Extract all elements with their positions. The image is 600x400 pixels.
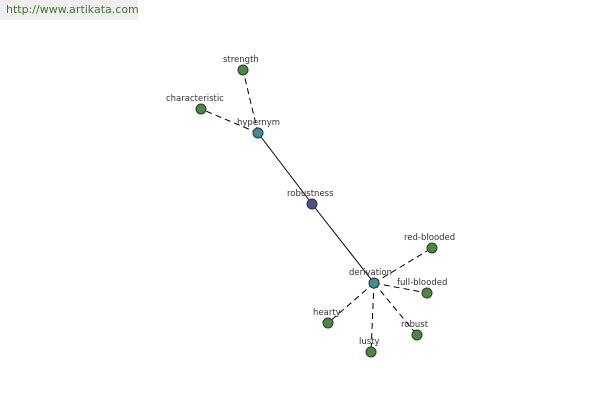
node-strength[interactable] xyxy=(237,64,249,76)
node-lusty[interactable] xyxy=(365,346,377,358)
edge-robustness-derivation xyxy=(311,203,375,284)
labels-layer: robustness hypernym derivation strength char… xyxy=(166,55,455,347)
edge-robustness-hypernym xyxy=(257,132,313,205)
node-label-lusty[interactable]: lusty xyxy=(359,337,380,347)
node-label-full-blooded[interactable]: full-blooded xyxy=(397,278,447,288)
node-label-characteristic[interactable]: characteristic xyxy=(166,94,224,104)
edge-derivation-full-blooded xyxy=(373,282,428,294)
node-label-strength[interactable]: strength xyxy=(223,55,259,65)
node-label-robust[interactable]: robust xyxy=(401,320,429,330)
node-label-robustness[interactable]: robustness xyxy=(287,189,334,199)
node-red-blooded[interactable] xyxy=(426,242,438,254)
url-banner[interactable]: http://www.artikata.com xyxy=(0,0,139,20)
edge-derivation-hearty xyxy=(327,282,375,324)
node-label-hypernym[interactable]: hypernym xyxy=(237,118,280,128)
node-characteristic[interactable] xyxy=(195,103,207,115)
node-label-red-blooded[interactable]: red-blooded xyxy=(404,233,455,243)
node-label-derivation[interactable]: derivation xyxy=(349,268,392,278)
node-robustness[interactable] xyxy=(306,198,318,210)
nodes-layer xyxy=(195,64,438,358)
edge-derivation-red-blooded xyxy=(373,247,433,284)
node-full-blooded[interactable] xyxy=(421,287,433,299)
edge-hypernym-strength xyxy=(242,69,259,134)
node-robust[interactable] xyxy=(411,329,423,341)
edge-hypernym-characteristic xyxy=(200,108,259,134)
edge-derivation-robust xyxy=(373,282,418,336)
node-derivation[interactable] xyxy=(368,277,380,289)
edges-layer xyxy=(200,69,433,353)
edge-derivation-lusty xyxy=(370,282,375,353)
node-label-hearty[interactable]: hearty xyxy=(313,308,341,318)
node-hypernym[interactable] xyxy=(252,127,264,139)
node-hearty[interactable] xyxy=(322,317,334,329)
